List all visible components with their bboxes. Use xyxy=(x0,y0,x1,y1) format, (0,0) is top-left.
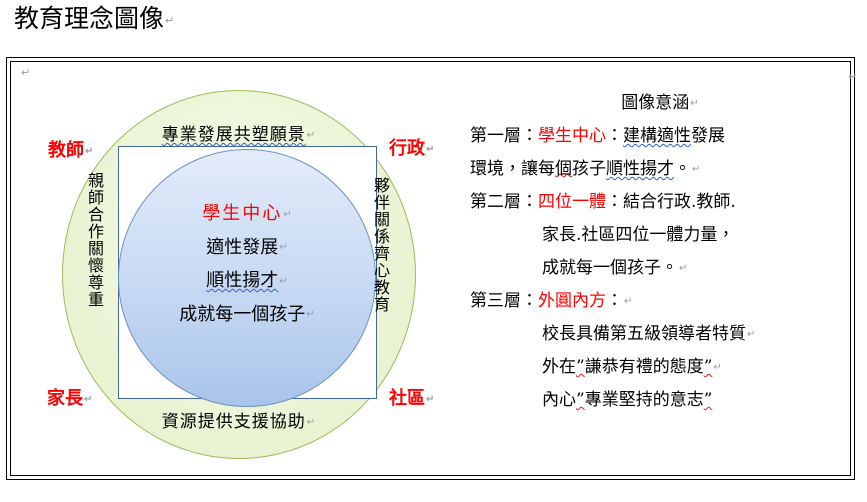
core-line-2: 適性發展↵ xyxy=(118,231,376,265)
pilcrow-icon: ↵ xyxy=(713,362,722,373)
layer-2-l2: 家長.社區四位一體力量， xyxy=(542,225,735,245)
pilcrow-icon: ↵ xyxy=(21,66,31,79)
layer-2-line-3: 成就每一個孩子。↵ xyxy=(470,252,850,285)
pilcrow-icon: ↵ xyxy=(692,164,701,175)
pilcrow-icon: ↵ xyxy=(624,296,633,307)
concept-diagram: 專業發展共塑願景↵ 資源提供支援協助↵ 親師合作關懷尊重 夥伴關係齊心教育 教師… xyxy=(6,57,466,480)
band-caption-top: 專業發展共塑願景↵ xyxy=(72,120,406,145)
layer-1-body-a: 建構適性 xyxy=(623,126,691,146)
label-admin: 行政↵ xyxy=(389,134,434,160)
band-caption-right-text: 夥伴關係齊心教育 xyxy=(371,177,390,313)
core-line-2-text: 適性發展 xyxy=(206,236,279,258)
pilcrow-icon: ↵ xyxy=(690,98,699,109)
core-circle-shape xyxy=(118,149,376,407)
label-teacher: 教師↵ xyxy=(48,136,93,162)
core-circle-text: 學生中心↵ 適性發展↵ 順性揚才↵ 成就每一個孩子↵ xyxy=(118,197,376,331)
layer-3-l2a: 外在 xyxy=(542,357,576,377)
layer-3-line-4: 內心”專業堅持的意志” xyxy=(470,384,850,417)
band-caption-left-text: 親師合作關懷尊重 xyxy=(85,172,104,308)
layer-3-colon: ： xyxy=(606,291,623,311)
layer-3-line-1: 第三層：外圓內方：↵ xyxy=(470,285,850,318)
layer-1-l2e: 。 xyxy=(674,159,691,179)
pilcrow-icon: ↵ xyxy=(279,242,288,253)
layer-3-l2b: ” xyxy=(576,357,585,377)
band-caption-right: 夥伴關係齊心教育 xyxy=(371,177,390,412)
layer-1-line-2: 環境，讓每個孩子順性揚才。↵ xyxy=(470,153,850,186)
layer-1-l2a: 環境，讓每 xyxy=(470,159,555,179)
page-title: 教育理念圖像↵ xyxy=(14,4,174,36)
label-parent: 家長↵ xyxy=(47,384,92,410)
explanation-title: 圖像意涵↵ xyxy=(470,57,850,120)
pilcrow-icon: ↵ xyxy=(165,13,175,27)
layer-2-line-2: 家長.社區四位一體力量， xyxy=(470,219,850,252)
pilcrow-icon: ↵ xyxy=(84,393,93,405)
layer-3-label: 第三層： xyxy=(470,291,538,311)
layer-1-key: 學生中心 xyxy=(538,126,606,146)
pilcrow-icon: ↵ xyxy=(426,143,435,155)
pilcrow-icon: ↵ xyxy=(679,263,688,274)
layer-2-line-1: 第二層：四位一體：結合行政.教師. xyxy=(470,186,850,219)
layer-3-l3a: 內心 xyxy=(542,390,576,410)
layer-2-l1: 結合行政.教師. xyxy=(623,192,736,212)
layer-1-l2d: 順性揚才 xyxy=(606,159,674,179)
layer-2-key: 四位一體 xyxy=(538,192,606,212)
layer-1-l2c: 孩子 xyxy=(572,159,606,179)
pilcrow-icon: ↵ xyxy=(306,417,317,428)
label-community: 社區↵ xyxy=(389,384,434,410)
pilcrow-icon: ↵ xyxy=(426,393,435,405)
layer-3-l3b: ” xyxy=(576,390,585,410)
pilcrow-icon: ↵ xyxy=(279,275,288,287)
pilcrow-icon: ↵ xyxy=(747,329,756,340)
page-title-text: 教育理念圖像 xyxy=(14,4,165,33)
layer-1-body-b: 發展 xyxy=(691,126,725,146)
explanation-title-text: 圖像意涵 xyxy=(621,93,690,113)
layer-2-label: 第二層： xyxy=(470,192,538,212)
layer-3-line-3: 外在”謙恭有禮的態度”↵ xyxy=(470,351,850,384)
pilcrow-icon: ↵ xyxy=(306,130,317,141)
pilcrow-icon: ↵ xyxy=(848,70,858,83)
layer-2-l3: 成就每一個孩子。 xyxy=(542,258,678,278)
layer-3-key: 外圓內方 xyxy=(538,291,606,311)
layer-1-l2b: 個 xyxy=(555,159,572,179)
label-teacher-text: 教師 xyxy=(48,140,84,161)
core-line-1: 學生中心↵ xyxy=(118,197,376,231)
band-caption-bottom: 資源提供支援協助↵ xyxy=(72,407,406,432)
layer-3-l1: 校長具備第五級領導者特質 xyxy=(542,324,746,344)
layer-3-l2d: ” xyxy=(703,357,713,377)
layer-1-colon: ： xyxy=(606,126,623,146)
explanation-panel: 圖像意涵↵ 第一層：學生中心：建構適性發展 環境，讓每個孩子順性揚才。↵ 第二層… xyxy=(470,57,850,480)
layer-1-line-1: 第一層：學生中心：建構適性發展 xyxy=(470,120,850,153)
band-caption-top-text: 專業發展共塑願景 xyxy=(161,125,306,145)
layer-2-colon: ： xyxy=(606,192,623,212)
layer-3-l2c: 謙恭有禮的態度 xyxy=(584,357,704,377)
core-line-1-text: 學生中心 xyxy=(202,203,283,224)
core-line-4-text: 成就每一個孩子 xyxy=(179,303,306,325)
label-community-text: 社區 xyxy=(389,388,425,409)
layer-3-line-2: 校長具備第五級領導者特質↵ xyxy=(470,318,850,351)
core-line-3-text: 順性揚才 xyxy=(206,270,279,291)
core-line-4: 成就每一個孩子↵ xyxy=(118,298,376,332)
band-caption-bottom-text: 資源提供支援協助 xyxy=(161,412,306,432)
core-line-3: 順性揚才↵ xyxy=(118,264,376,298)
pilcrow-icon: ↵ xyxy=(283,208,292,220)
pilcrow-icon: ↵ xyxy=(306,309,315,320)
layer-3-l3d: ” xyxy=(703,390,713,410)
band-caption-left: 親師合作關懷尊重 xyxy=(85,172,104,397)
content-frame-inner-border xyxy=(10,61,851,476)
label-admin-text: 行政 xyxy=(389,138,425,159)
label-parent-text: 家長 xyxy=(47,388,83,409)
layer-1-label: 第一層： xyxy=(470,126,538,146)
pilcrow-icon: ↵ xyxy=(85,145,94,157)
layer-3-l3c: 專業堅持的意志 xyxy=(584,390,704,410)
